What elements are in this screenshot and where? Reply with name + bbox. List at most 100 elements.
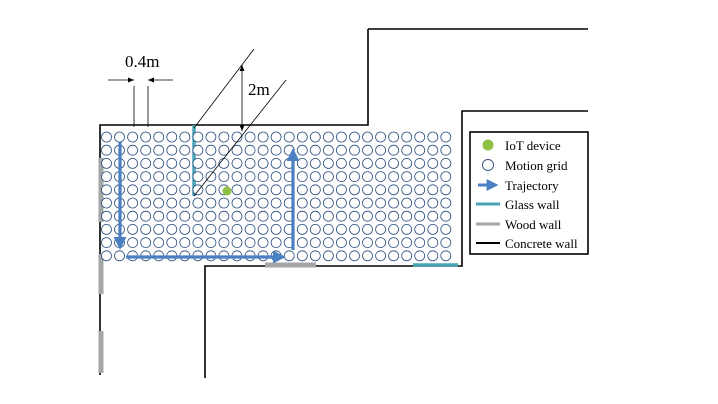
motion-grid-point <box>127 237 139 249</box>
motion-grid-point <box>101 131 112 143</box>
motion-grid-point <box>401 237 413 249</box>
motion-grid-point <box>375 210 387 222</box>
motion-grid-point <box>153 184 165 196</box>
motion-grid-point <box>296 197 308 209</box>
motion-grid-point <box>414 250 426 262</box>
motion-grid-point <box>427 223 439 235</box>
motion-grid-point <box>335 184 347 196</box>
motion-grid-point <box>375 197 387 209</box>
motion-grid-point <box>375 131 387 143</box>
motion-grid-point <box>179 237 191 249</box>
motion-grid-point <box>127 144 139 156</box>
motion-grid-point <box>205 171 217 183</box>
motion-grid-point <box>101 223 112 235</box>
motion-grid-point <box>296 223 308 235</box>
legend-iot-device-icon <box>482 139 494 151</box>
motion-grid-point <box>414 237 426 249</box>
motion-grid-point <box>127 197 139 209</box>
grid-spacing-label: 0.4m <box>125 52 159 71</box>
motion-grid-point <box>218 223 230 235</box>
motion-grid-point <box>401 184 413 196</box>
motion-grid-point <box>179 223 191 235</box>
motion-grid-point <box>205 210 217 222</box>
motion-grid-point <box>257 144 269 156</box>
motion-grid-point <box>362 223 373 235</box>
motion-grid-point <box>335 210 347 222</box>
motion-grid-point <box>440 144 452 156</box>
motion-grid-point <box>427 237 439 249</box>
motion-grid-point <box>257 171 269 183</box>
motion-grid-point <box>388 250 400 262</box>
motion-grid-point <box>349 223 360 235</box>
motion-grid-point <box>309 237 321 249</box>
motion-grid-point <box>349 144 360 156</box>
motion-grid-point <box>192 237 204 249</box>
motion-grid-point <box>309 171 321 183</box>
motion-grid-point <box>127 157 139 169</box>
motion-grid-point <box>140 184 152 196</box>
motion-grid-point <box>244 131 256 143</box>
motion-grid-point <box>179 131 191 143</box>
motion-grid-point <box>205 131 217 143</box>
motion-grid-point <box>296 144 308 156</box>
motion-grid-point <box>244 197 256 209</box>
motion-grid-point <box>270 210 282 222</box>
motion-grid-point <box>388 157 400 169</box>
motion-grid-point <box>153 144 165 156</box>
motion-grid-point <box>349 184 360 196</box>
motion-grid-point <box>231 171 243 183</box>
motion-grid-point <box>427 250 439 262</box>
wood-walls <box>98 158 316 373</box>
motion-grid-point <box>296 184 308 196</box>
motion-grid-point <box>362 250 373 262</box>
motion-grid-point <box>375 144 387 156</box>
motion-grid-point <box>140 223 152 235</box>
motion-grid-point <box>440 197 452 209</box>
motion-grid-point <box>192 197 204 209</box>
motion-grid-point <box>166 197 178 209</box>
motion-grid-point <box>322 223 334 235</box>
glass-wall-length-label: 2m <box>248 80 270 99</box>
legend: IoT device Motion grid Trajectory Glass … <box>469 131 589 255</box>
motion-grid-point <box>349 157 360 169</box>
motion-grid-point <box>205 237 217 249</box>
iot-device <box>222 186 232 196</box>
motion-grid-point <box>270 144 282 156</box>
motion-grid-point <box>101 184 112 196</box>
motion-grid-point <box>127 171 139 183</box>
motion-grid-point <box>218 210 230 222</box>
motion-grid-point <box>179 210 191 222</box>
motion-grid-point <box>349 237 360 249</box>
motion-grid-point <box>401 171 413 183</box>
motion-grid-point <box>309 131 321 143</box>
motion-grid-point <box>362 171 373 183</box>
motion-grid-point <box>362 184 373 196</box>
motion-grid-point <box>283 250 295 262</box>
motion-grid-point <box>335 171 347 183</box>
motion-grid-point <box>218 144 230 156</box>
motion-grid-point <box>335 223 347 235</box>
motion-grid <box>101 131 452 262</box>
motion-grid-point <box>362 237 373 249</box>
motion-grid-point <box>401 144 413 156</box>
motion-grid-point <box>166 223 178 235</box>
motion-grid-point <box>322 197 334 209</box>
motion-grid-point <box>349 131 360 143</box>
motion-grid-point <box>127 131 139 143</box>
motion-grid-point <box>153 131 165 143</box>
motion-grid-point <box>362 210 373 222</box>
motion-grid-point <box>270 197 282 209</box>
motion-grid-point <box>244 184 256 196</box>
motion-grid-point <box>427 171 439 183</box>
trajectory <box>113 142 300 264</box>
concrete-wall-outer <box>99 29 369 375</box>
motion-grid-point <box>375 157 387 169</box>
motion-grid-point <box>414 171 426 183</box>
motion-grid-point <box>414 223 426 235</box>
motion-grid-point <box>414 197 426 209</box>
motion-grid-point <box>192 171 204 183</box>
motion-grid-point <box>309 144 321 156</box>
motion-grid-point <box>114 131 125 143</box>
motion-grid-point <box>322 144 334 156</box>
motion-grid-point <box>440 210 452 222</box>
